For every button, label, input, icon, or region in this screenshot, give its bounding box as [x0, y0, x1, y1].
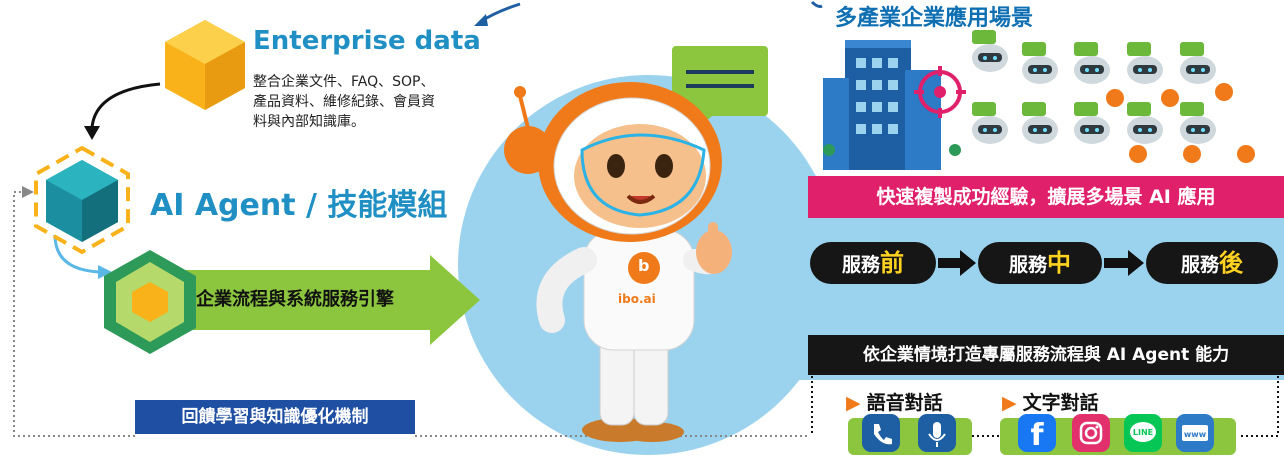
service-during-pill: 服務中	[978, 242, 1102, 284]
triangle-icon: ▶	[1002, 392, 1017, 414]
line-icon-text: LINE	[1133, 428, 1153, 437]
service-prefix: 服務	[1180, 254, 1219, 276]
ai-agent-title: AI Agent / 技能模組	[150, 188, 448, 223]
feedback-banner: 回饋學習與知識優化機制	[135, 400, 415, 434]
flow-arrow-2	[53, 234, 101, 274]
instagram-icon[interactable]	[1072, 414, 1110, 452]
engine-hex-icon	[104, 250, 196, 354]
building-illustration	[823, 40, 961, 170]
target-icon	[914, 66, 966, 118]
enterprise-data-description: 整合企業文件、FAQ、SOP、 產品資料、維修紀錄、會員資 料與內部知識庫。	[253, 72, 493, 132]
web-icon-text: www	[1184, 430, 1207, 439]
agent-cube-icon	[34, 145, 130, 255]
feedback-loop	[13, 191, 135, 437]
enterprise-cube-icon	[165, 20, 245, 110]
scenes-title: 多產業企業應用場景	[835, 6, 1034, 31]
replicate-banner: 快速複製成功經驗，擴展多場景 AI 應用	[808, 176, 1284, 218]
text-channel-box: f LINE www	[1000, 414, 1236, 455]
flow-arrow-1	[90, 82, 161, 129]
enterprise-desc-line: 產品資料、維修紀錄、會員資	[253, 94, 435, 110]
microphone-icon[interactable]	[918, 414, 956, 452]
service-stage: 後	[1219, 249, 1243, 277]
voice-label: 語音對話	[866, 392, 943, 414]
channels-frame	[811, 376, 1279, 437]
robot-grid	[972, 30, 1255, 163]
enterprise-desc-line: 整合企業文件、FAQ、SOP、	[253, 74, 435, 90]
enterprise-desc-line: 料與內部知識庫。	[253, 114, 365, 130]
text-label: 文字對話	[1022, 392, 1099, 414]
web-icon[interactable]: www	[1176, 414, 1214, 452]
line-icon[interactable]: LINE	[1124, 414, 1162, 452]
facebook-icon[interactable]: f	[1018, 414, 1056, 453]
service-before-pill: 服務前	[810, 242, 936, 284]
mascot-badge: b	[638, 256, 650, 275]
mascot-brand: ibo.ai	[618, 292, 656, 306]
service-prefix: 服務	[1008, 254, 1047, 276]
triangle-icon: ▶	[846, 392, 861, 414]
engine-arrow	[150, 255, 480, 345]
stage-arrow-1	[938, 250, 976, 276]
service-after-pill: 服務後	[1146, 242, 1278, 284]
service-prefix: 服務	[841, 254, 880, 276]
engine-label: 企業流程與系統服務引擎	[196, 289, 394, 310]
service-stage: 前	[880, 249, 904, 277]
top-right-arrow	[810, 0, 823, 8]
custom-capability-banner: 依企業情境打造專屬服務流程與 AI Agent 能力	[808, 335, 1284, 375]
enterprise-data-title: Enterprise data	[253, 26, 481, 56]
stage-arrow-2	[1104, 250, 1144, 276]
text-channel-label: ▶文字對話	[1002, 388, 1099, 415]
voice-channel-box	[848, 414, 972, 455]
phone-icon[interactable]	[862, 414, 900, 452]
service-stage: 中	[1047, 249, 1071, 277]
mascot-illustration	[504, 82, 732, 442]
voice-channel-label: ▶語音對話	[846, 388, 943, 415]
